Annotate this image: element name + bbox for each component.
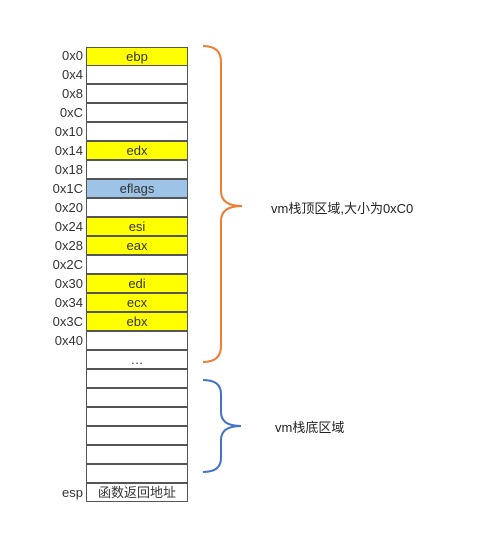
stack-cell: eax: [86, 236, 188, 255]
stack-cell: [86, 198, 188, 217]
stack-offset: esp: [62, 485, 83, 500]
stack-cell: [86, 407, 188, 426]
stack-offset: 0x8: [62, 86, 83, 101]
stack-cell: …: [86, 350, 188, 369]
stack-cell: esi: [86, 217, 188, 236]
bottom-region-label: vm栈底区域: [275, 420, 345, 435]
stack-offset: [30, 407, 83, 426]
stack-offset: 0x28: [54, 238, 83, 253]
stack-offset: 0x3C: [52, 314, 83, 329]
stack-cell: ecx: [86, 293, 188, 312]
stack-offset: 0x24: [54, 219, 83, 234]
stack-cell: [86, 445, 188, 464]
stack-offset: [30, 426, 83, 445]
stack-offset: 0x4: [62, 67, 83, 82]
stack-cell: ebx: [86, 312, 188, 331]
stack-cell: [86, 464, 188, 483]
stack-offset: 0x1C: [52, 181, 83, 196]
stack-cell: [86, 369, 188, 388]
stack-offset: [30, 369, 83, 388]
stack-cell: eflags: [86, 179, 188, 198]
stack-cell: [86, 255, 188, 274]
stack-offset: 0x10: [54, 124, 83, 139]
stack-offset: [30, 388, 83, 407]
stack-cell: [86, 103, 188, 122]
stack-offset: [30, 350, 83, 369]
stack-offset: 0x18: [54, 162, 83, 177]
stack-cell: [86, 122, 188, 141]
stack-offset: 0x2C: [52, 257, 83, 272]
stack-cell: edx: [86, 141, 188, 160]
stack-cell: [86, 388, 188, 407]
stack-offset: 0x14: [54, 143, 83, 158]
stack-offset: 0x30: [54, 276, 83, 291]
stack-cell: edi: [86, 274, 188, 293]
stack-offset: [30, 445, 83, 464]
stack-cell: [86, 65, 188, 84]
bottom-brace: [202, 379, 242, 473]
stack-cell: 函数返回地址: [86, 483, 188, 502]
stack-cell: ebp: [86, 47, 188, 66]
stack-cell: [86, 331, 188, 350]
stack-offset: 0x40: [54, 333, 83, 348]
stack-cell: [86, 160, 188, 179]
stack-offset: 0x0: [62, 48, 83, 63]
top-brace: [202, 45, 243, 363]
stack-cell: [86, 84, 188, 103]
stack-offset: 0x20: [54, 200, 83, 215]
stack-offset: 0xC: [59, 105, 83, 120]
top-region-label: vm栈顶区域,大小为0xC0: [271, 201, 414, 216]
stack-cell: [86, 426, 188, 445]
stack-offset: 0x34: [54, 295, 83, 310]
stack-offset: [30, 464, 83, 483]
